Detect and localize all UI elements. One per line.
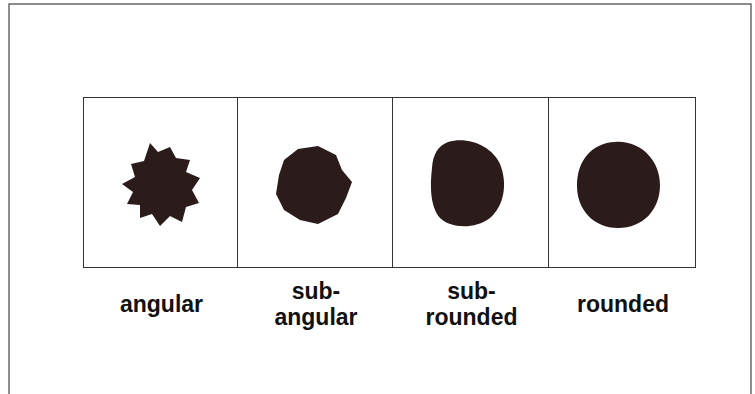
roundness-label: sub- angular — [251, 278, 381, 330]
grain-box: sub- angular — [237, 97, 393, 268]
sub-rounded-grain — [431, 140, 504, 226]
grain-box: rounded — [548, 97, 696, 268]
shape-label-box: angular — [97, 275, 227, 333]
grain-box: angular — [83, 97, 238, 268]
shape-label-box: rounded — [558, 275, 688, 333]
roundness-label: sub- rounded — [407, 278, 537, 330]
outer-frame — [9, 4, 751, 394]
roundness-label: rounded — [577, 291, 669, 317]
rounded-grain — [577, 142, 660, 228]
roundness-label: angular — [120, 291, 203, 317]
sub-angular-grain — [276, 146, 352, 224]
angular-grain — [122, 143, 200, 226]
shape-label-box: sub- rounded — [407, 275, 537, 333]
shape-label-box: sub- angular — [251, 275, 381, 333]
grain-box: sub- rounded — [392, 97, 549, 268]
